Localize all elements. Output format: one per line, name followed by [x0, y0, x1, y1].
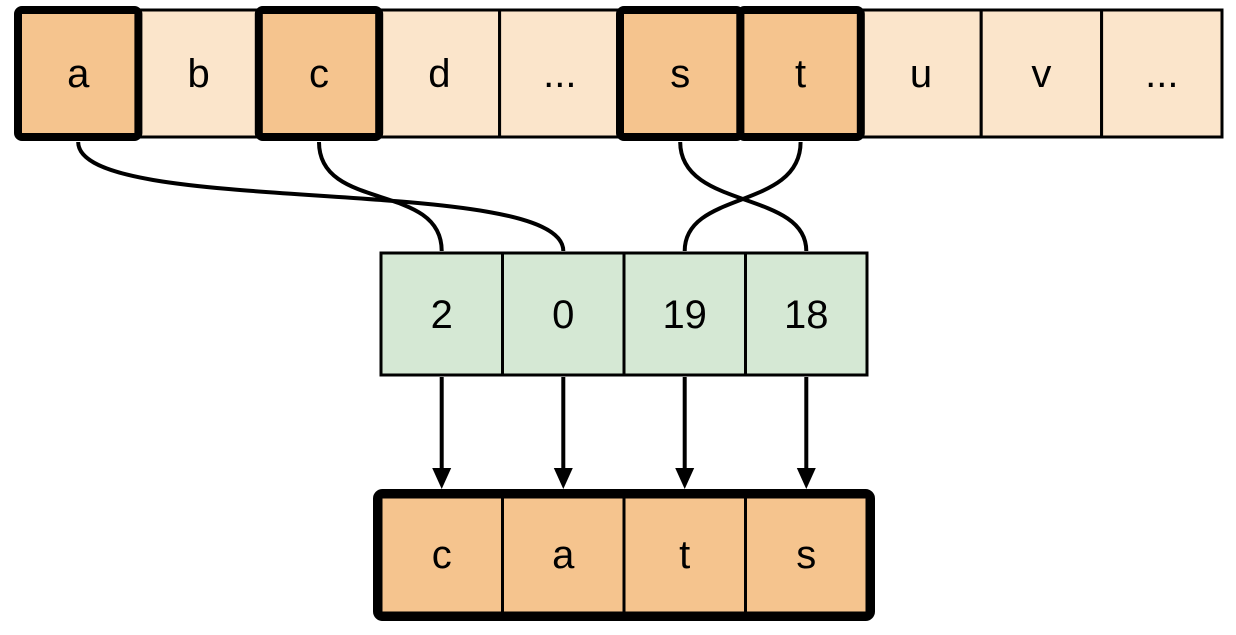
arrow-head-1	[553, 468, 573, 489]
index-value-0: 2	[431, 293, 453, 337]
alphabet-label-d: d	[428, 52, 450, 96]
alphabet-cell-c-highlighted	[254, 6, 384, 141]
index-value-3: 18	[784, 293, 829, 337]
alphabet-cell-ellipsis-1	[498, 8, 622, 139]
arrow-head-2	[675, 468, 695, 489]
arrow-head-0	[432, 468, 452, 489]
connection-curves	[76, 141, 809, 252]
connection-curve-a-to-0	[76, 141, 566, 252]
arrow-head-3	[796, 468, 816, 489]
index-row: 2 0 19 18	[379, 251, 869, 377]
alphabet-cell-t-highlighted	[736, 6, 865, 141]
index-cell-0	[379, 251, 504, 377]
output-cell-3	[744, 495, 869, 615]
alphabet-label-b: b	[187, 52, 209, 96]
output-letter-t: t	[679, 533, 690, 577]
output-letter-c: c	[432, 533, 452, 577]
output-letter-a: a	[552, 533, 575, 577]
alphabet-label-s: s	[670, 52, 690, 96]
output-row: c a t s	[373, 489, 875, 621]
alphabet-label-a: a	[67, 52, 90, 96]
index-value-2: 19	[662, 293, 707, 337]
output-cell-1	[501, 495, 626, 615]
alphabet-cell-d	[377, 8, 502, 139]
alphabet-label-t: t	[795, 52, 806, 96]
alphabet-cell-a-highlighted	[14, 6, 143, 141]
alphabet-cell-ellipsis-2	[1100, 8, 1224, 139]
index-value-1: 0	[552, 293, 574, 337]
output-cell-2	[622, 495, 747, 615]
index-cell-1	[501, 251, 626, 377]
alphabet-label-ellipsis-2: ...	[1145, 52, 1178, 96]
alphabet-label-c: c	[309, 52, 329, 96]
alphabet-label-u: u	[910, 52, 932, 96]
output-row-outer-border	[373, 489, 875, 621]
alphabet-row: a b c d ... s t u v ...	[14, 6, 1224, 141]
connection-curve-c-to-2	[317, 141, 444, 252]
alphabet-label-v: v	[1031, 52, 1051, 96]
down-arrows	[432, 377, 816, 489]
index-cell-3	[744, 251, 869, 377]
alphabet-cell-v	[979, 8, 1104, 139]
connection-curve-s-to-18	[678, 141, 809, 252]
alphabet-label-ellipsis-1: ...	[543, 52, 576, 96]
output-letter-s: s	[796, 533, 816, 577]
connection-curve-t-to-19	[682, 141, 803, 252]
